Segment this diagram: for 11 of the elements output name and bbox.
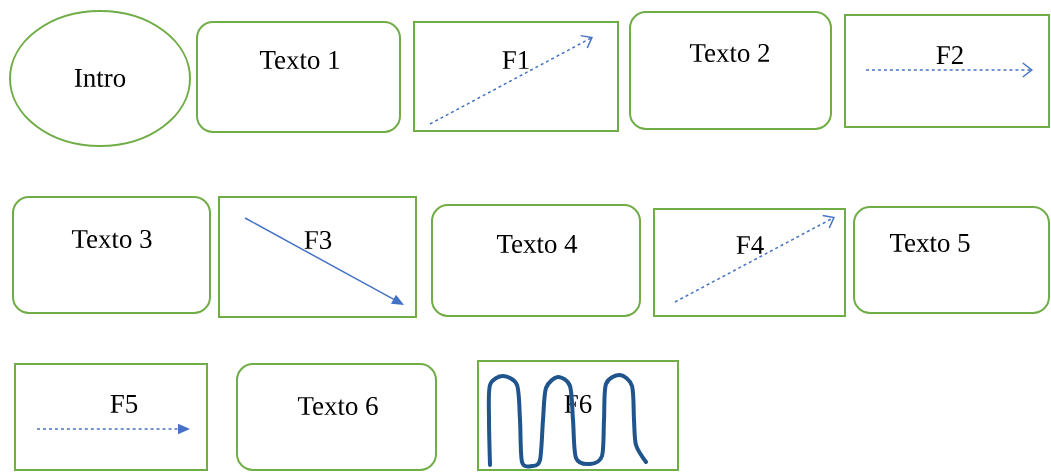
text-box: Texto 4 — [431, 204, 641, 317]
text-box: Texto 2 — [629, 11, 832, 130]
figure-box: F3 — [218, 196, 417, 318]
figure-box: F4 — [653, 208, 846, 317]
figure-box: F1 — [413, 21, 619, 132]
text-box: Texto 6 — [236, 363, 437, 471]
figure-box: F5 — [14, 363, 208, 471]
text-box: Texto 5 — [853, 206, 1050, 314]
figure-box: F2 — [844, 14, 1050, 128]
text-box: Texto 1 — [196, 21, 401, 133]
text-box: Texto 3 — [12, 196, 211, 314]
